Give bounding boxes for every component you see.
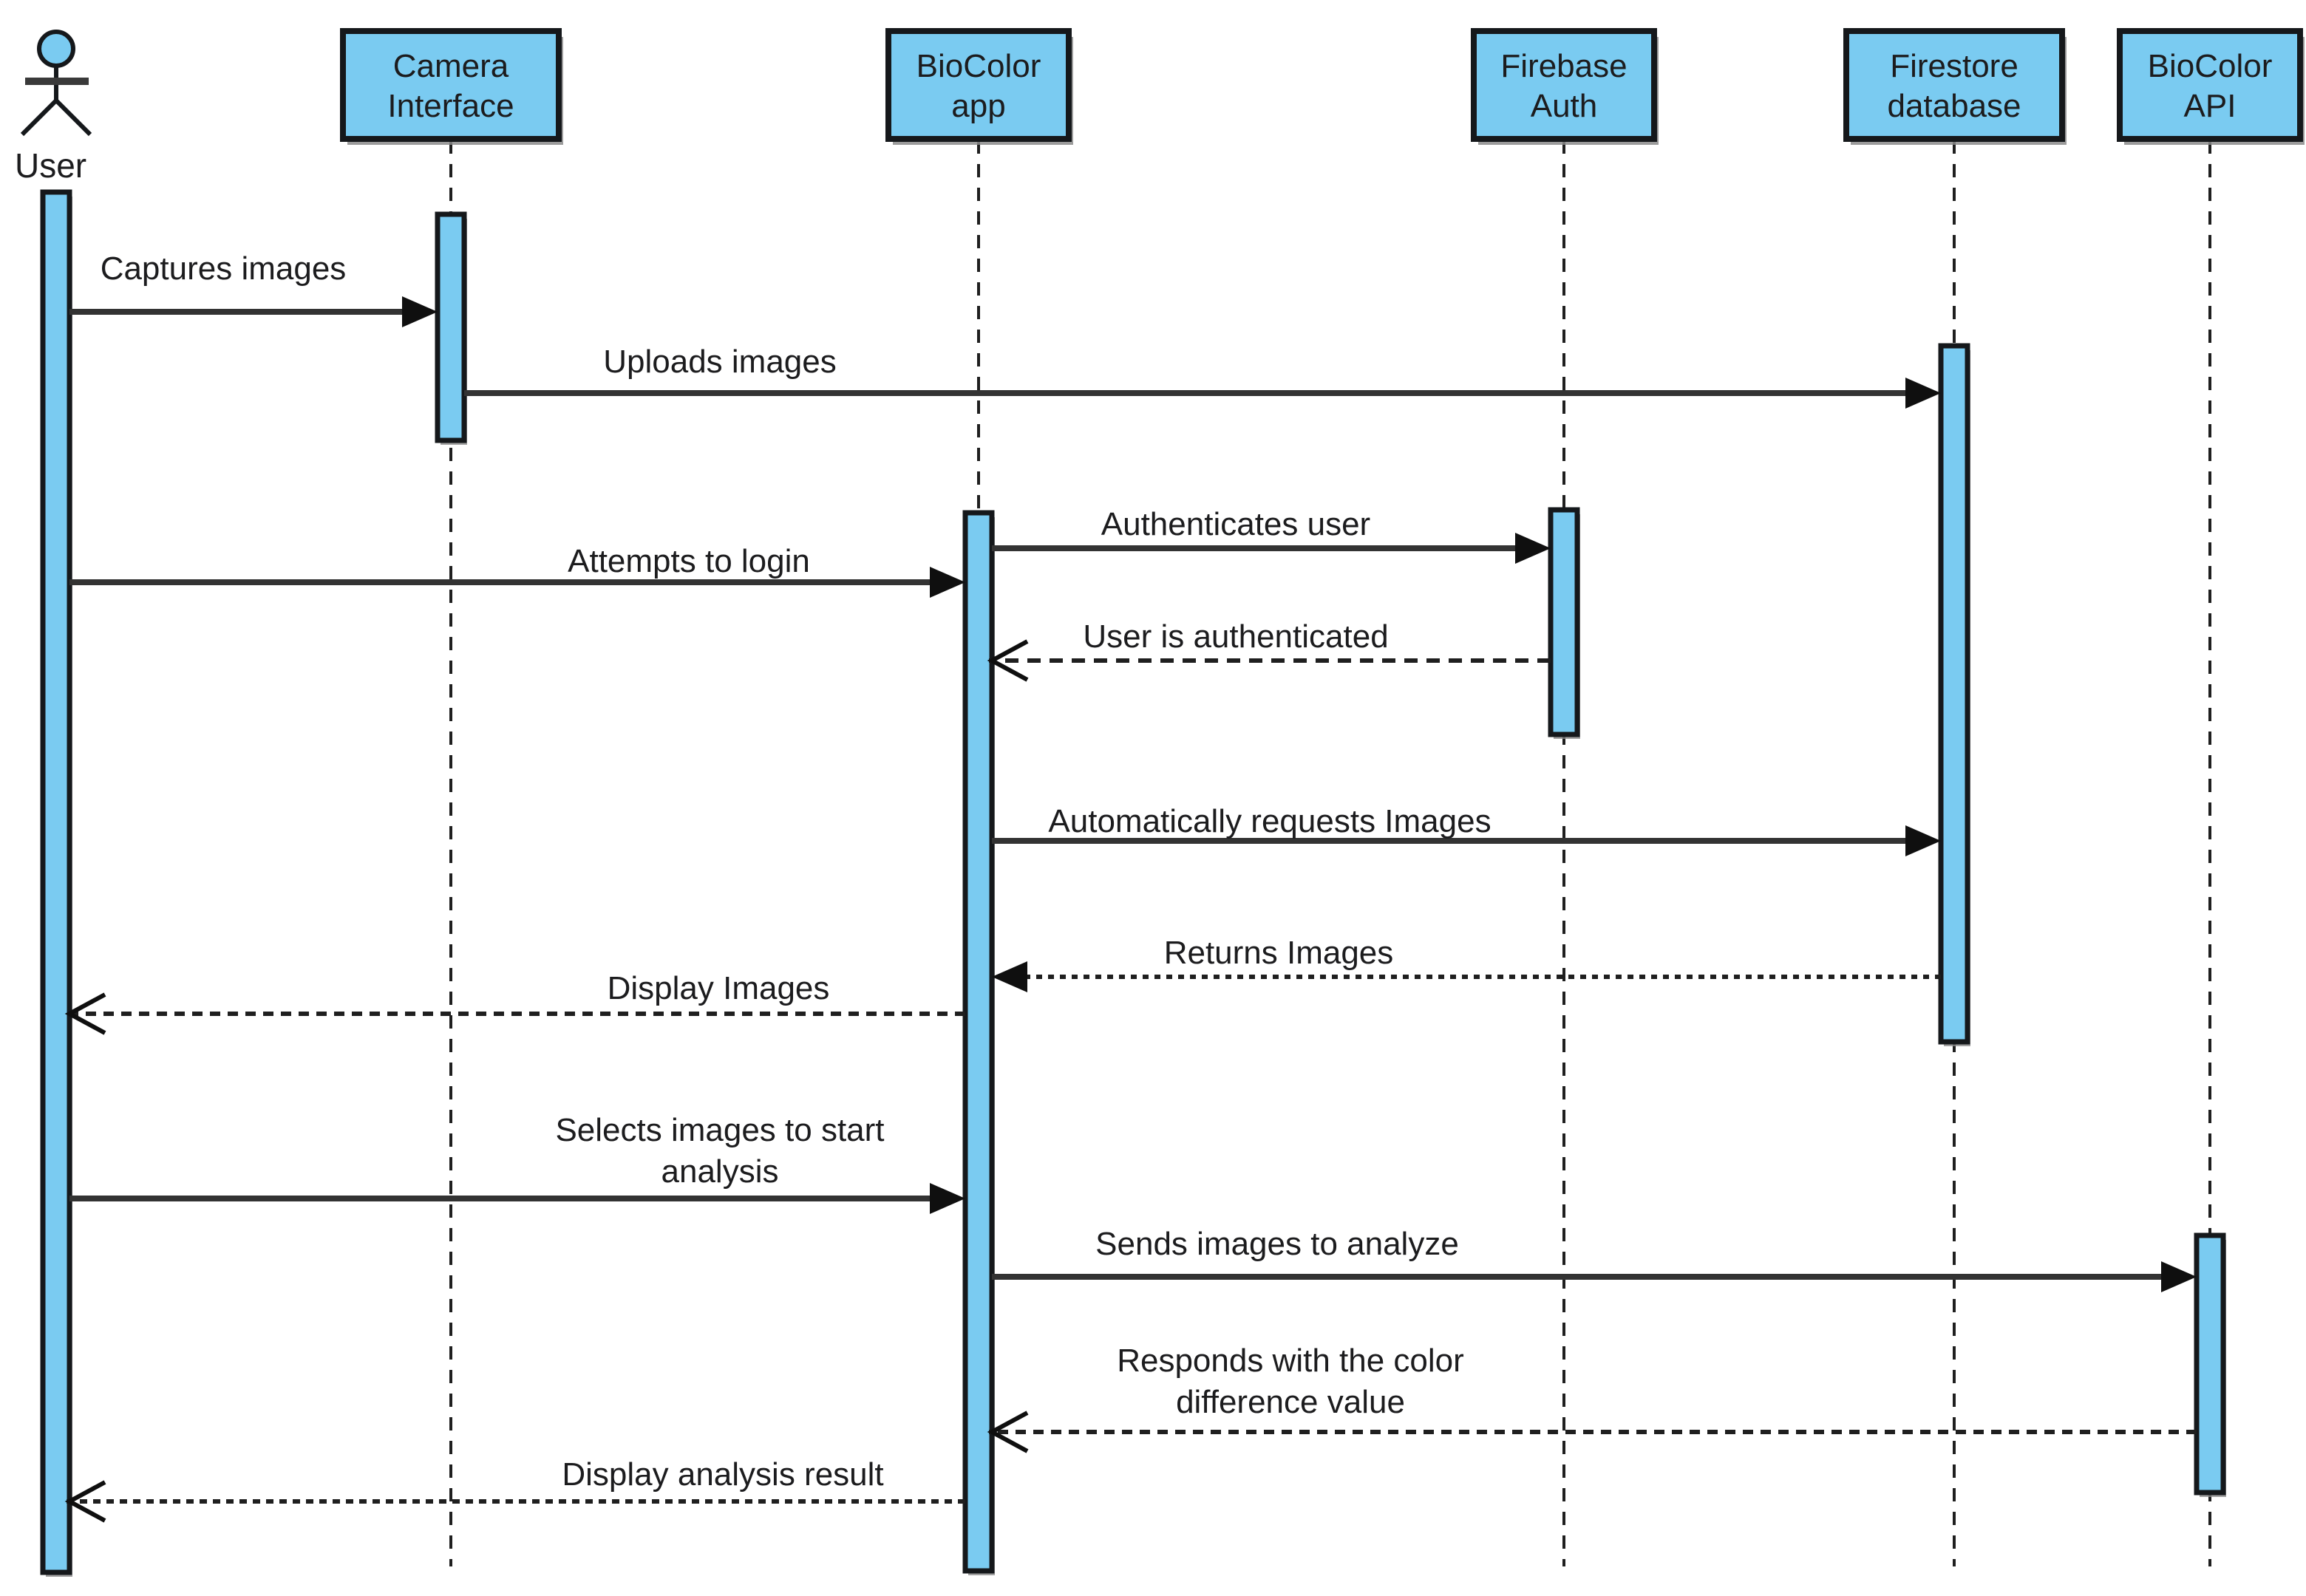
activation-user-bar (40, 189, 72, 1577)
arrowhead-filled-icon (402, 296, 438, 327)
message-label: User is authenticated (1083, 618, 1388, 655)
message-label: Authenticates user (1101, 506, 1370, 542)
arrowhead-filled-icon (992, 961, 1027, 992)
message-sends-images: Sends images to analyze (992, 1226, 2197, 1292)
message-uploads-images: Uploads images (464, 344, 1941, 409)
message-label: Captures images (101, 250, 347, 287)
arrowhead-filled-icon (2161, 1261, 2197, 1292)
arrowhead-filled-icon (1905, 825, 1941, 856)
arrowhead-open-icon (987, 1411, 1029, 1453)
message-display-images: Display Images (64, 970, 965, 1035)
activation-biocolor-app-bar (962, 510, 995, 1575)
arrowhead-filled-icon (930, 567, 965, 598)
message-attempts-to-login: Attempts to login (69, 543, 965, 598)
arrowhead-open-icon (64, 992, 106, 1035)
message-label: Automatically requests Images (1048, 803, 1491, 839)
arrowhead-open-icon (987, 639, 1029, 682)
message-label: Display analysis result (562, 1456, 883, 1493)
message-label: Uploads images (603, 344, 837, 380)
actor-person-user: User (15, 30, 92, 185)
message-label: Display Images (608, 970, 830, 1006)
message-user-is-authenticated: User is authenticated (987, 618, 1551, 682)
arrowhead-filled-icon (930, 1183, 965, 1214)
arrowhead-filled-icon (1905, 378, 1941, 409)
actor-person-label: User (15, 146, 86, 185)
activation-camera-bar (435, 211, 467, 445)
activation-firestore-db-bar (1938, 343, 1970, 1046)
arrowhead-open-icon (64, 1480, 106, 1523)
activation-biocolor-api-bar (2194, 1232, 2226, 1497)
message-authenticates-user: Authenticates user (992, 506, 1551, 564)
message-auto-requests-images: Automatically requests Images (992, 803, 1941, 856)
message-label: Returns Images (1164, 935, 1394, 971)
person-head-icon (37, 30, 75, 68)
message-returns-images: Returns Images (992, 935, 1941, 992)
message-captures-images: Captures images (69, 250, 438, 327)
arrowhead-filled-icon (1515, 533, 1551, 564)
message-label: Sends images to analyze (1095, 1226, 1459, 1262)
message-label: Attempts to login (568, 543, 810, 579)
activation-firebase-auth-bar (1548, 507, 1580, 739)
message-display-analysis-result: Display analysis result (64, 1456, 965, 1523)
